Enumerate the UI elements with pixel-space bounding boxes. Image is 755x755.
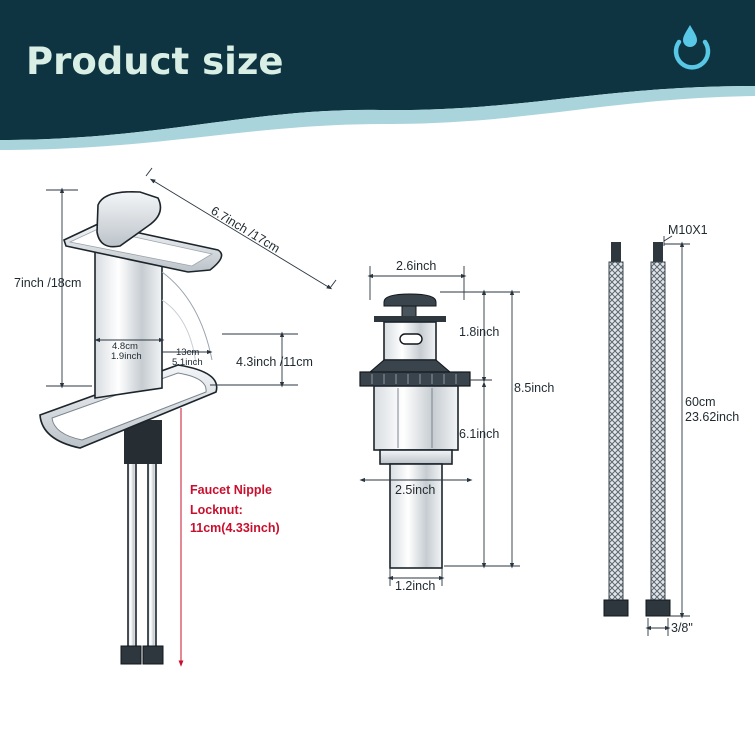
faucet-dimensions <box>46 167 337 667</box>
hose-dimensions <box>645 235 690 636</box>
faucet-hose-nut-right <box>142 645 164 665</box>
drain-total-height-label: 8.5inch <box>514 381 554 395</box>
hose-length-label-cm: 60cm <box>685 395 716 409</box>
drain-drawing <box>359 293 471 569</box>
hose-thread-label: M10X1 <box>668 223 708 237</box>
hose-left-braid <box>608 261 624 603</box>
drain-overflow-slot <box>399 333 423 345</box>
faucet-hose-nut-left <box>120 645 142 665</box>
header-background <box>0 0 755 140</box>
drain-cap <box>383 293 437 307</box>
hose-length-label-in: 23.62inch <box>685 410 739 424</box>
spout-height-label: 4.3inch /11cm <box>236 355 313 369</box>
drain-top-height-label: 1.8inch <box>459 325 499 339</box>
drain-body-width-label: 2.5inch <box>395 483 435 497</box>
header-banner: Product size <box>0 0 755 150</box>
nipple-note-line2: Locknut: <box>190 503 243 517</box>
hose-left-nut <box>603 599 629 617</box>
hose-left-thread <box>611 242 621 262</box>
spout-width-label-cm: 4.8cm <box>112 341 138 352</box>
faucet-height-label: 7inch /18cm <box>14 276 81 290</box>
drain-body-band <box>379 449 453 465</box>
faucet-drawing <box>39 190 223 665</box>
hose-right-braid <box>650 261 666 603</box>
faucet-body <box>94 243 163 399</box>
drain-cap-width-label: 2.6inch <box>396 259 436 273</box>
hose-right-thread <box>653 242 663 262</box>
hoses-drawing <box>603 242 671 617</box>
header-wave <box>0 86 755 150</box>
page-title: Product size <box>26 40 283 83</box>
reach-label-in: 5.1inch <box>172 357 203 368</box>
spout-width-label-in: 1.9inch <box>111 351 142 362</box>
drain-body <box>373 385 459 451</box>
faucet-width-label: 6.7inch /17cm <box>208 204 282 256</box>
drain-nut <box>359 371 471 387</box>
drain-flange <box>374 316 446 322</box>
reach-label-cm: 13cm <box>176 347 199 358</box>
water-drop-power-icon <box>673 25 711 70</box>
drain-tail-width-label: 1.2inch <box>395 579 435 593</box>
faucet-pipe-right <box>147 457 157 649</box>
drain-dimensions <box>359 266 520 586</box>
drain-body-height-label: 6.1inch <box>459 427 499 441</box>
nipple-note-line3: 11cm(4.33inch) <box>190 521 280 535</box>
hose-right-nut <box>645 599 671 617</box>
nipple-note-line1: Faucet Nipple <box>190 483 272 497</box>
drain-collar <box>368 359 452 373</box>
faucet-pipe-left <box>127 457 137 649</box>
hose-connector-label: 3/8" <box>671 621 693 635</box>
